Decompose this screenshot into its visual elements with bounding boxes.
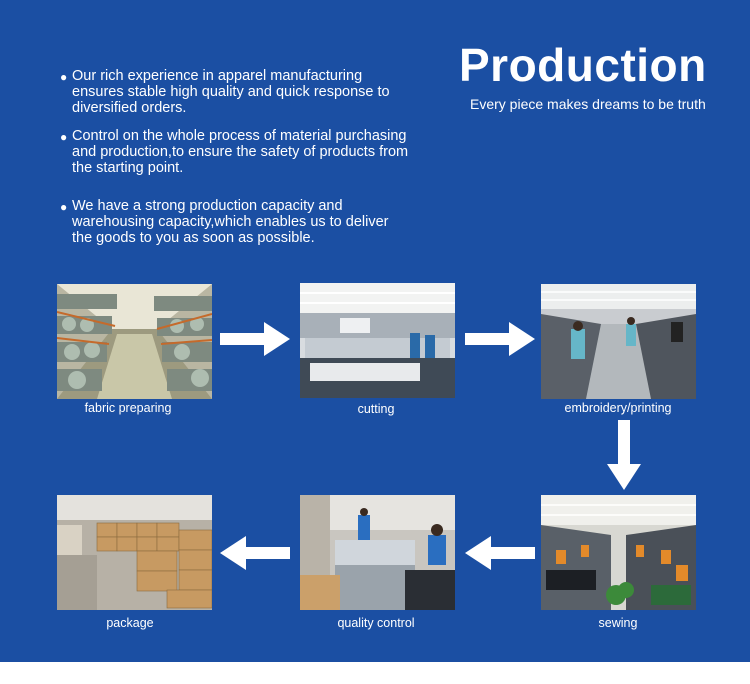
arrow-right-icon: [465, 322, 535, 361]
bullet-dot-icon: ●: [60, 70, 68, 84]
bullet-dot-icon: ●: [60, 200, 68, 214]
arrow-right-icon: [220, 322, 290, 361]
step-label-fabric-preparing: fabric preparing: [84, 401, 172, 415]
package-photo: [57, 495, 212, 610]
bullet-item: ● Control on the whole process of materi…: [60, 128, 410, 176]
bullet-text: Control on the whole process of material…: [72, 128, 409, 176]
step-label-package: package: [106, 616, 154, 630]
sewing-photo: [541, 495, 696, 610]
page-title: Production: [459, 39, 707, 91]
bullet-text: Our rich experience in apparel manufactu…: [72, 68, 390, 116]
arrow-left-icon: [465, 536, 535, 575]
arrow-down-icon: [607, 420, 641, 495]
page-subtitle: Every piece makes dreams to be truth: [470, 96, 706, 112]
arrow-left-icon: [220, 536, 290, 575]
bullet-text: We have a strong production capacity and…: [72, 198, 389, 246]
quality-control-photo: [300, 495, 455, 610]
step-label-sewing: sewing: [598, 616, 638, 630]
step-label-embroidery-printing: embroidery/printing: [564, 401, 672, 415]
production-panel: ● Our rich experience in apparel manufac…: [0, 0, 750, 662]
step-label-cutting: cutting: [357, 402, 395, 416]
fabric-preparing-photo: [57, 284, 212, 399]
embroidery-printing-photo: [541, 284, 696, 399]
bullet-item: ● We have a strong production capacity a…: [60, 198, 410, 246]
step-label-quality-control: quality control: [337, 616, 415, 630]
bullet-item: ● Our rich experience in apparel manufac…: [60, 68, 410, 116]
bullet-dot-icon: ●: [60, 130, 68, 144]
cutting-photo: [300, 283, 455, 398]
